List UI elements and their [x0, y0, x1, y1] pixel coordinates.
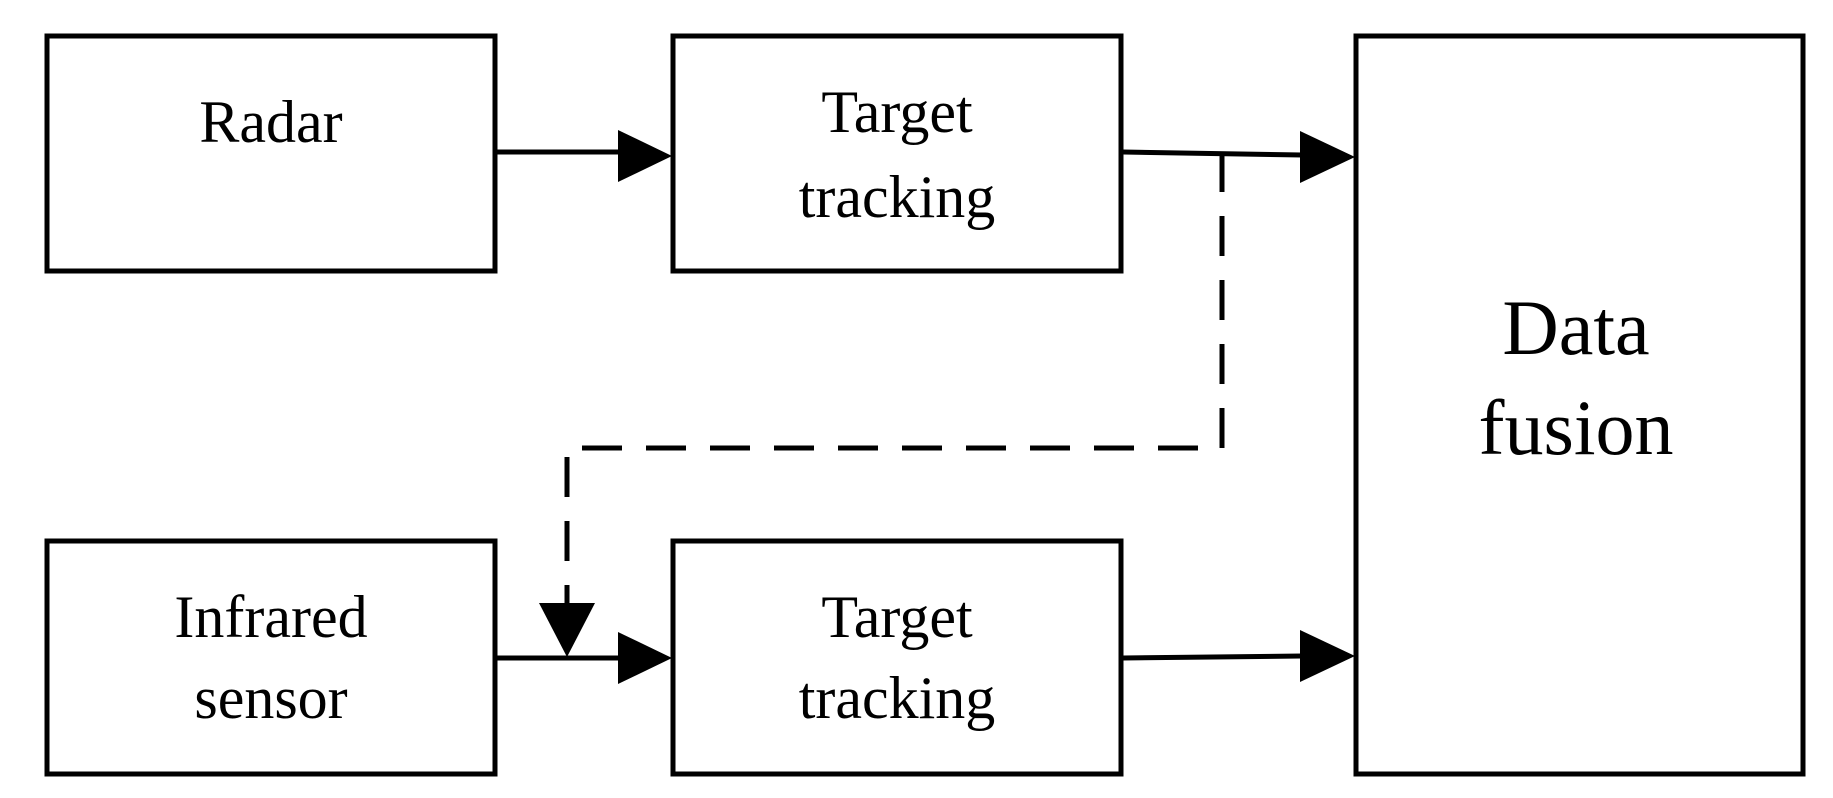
- arrowhead-tracking-top-to-fusion: [1300, 131, 1355, 183]
- tracking-top-label-line2: tracking: [799, 164, 996, 230]
- infrared-sensor-label-line1: Infrared: [174, 584, 367, 650]
- target-tracking-bottom-box: [670, 538, 1124, 777]
- arrowhead-radar-to-tracking: [618, 130, 672, 182]
- radar-label: Radar: [199, 89, 342, 155]
- data-fusion-label-line1: Data: [1502, 284, 1649, 371]
- dashed-feedback-line: [564, 152, 1225, 605]
- radar-box: [44, 33, 498, 274]
- data-fusion-label-line2: fusion: [1479, 384, 1674, 471]
- tracking-bottom-label-line1: Target: [821, 584, 973, 650]
- arrowhead-infrared-to-tracking: [618, 632, 672, 684]
- arrowhead-dashed-down: [539, 603, 595, 657]
- infrared-sensor-box: [44, 538, 498, 777]
- target-tracking-top-box: [670, 33, 1124, 274]
- tracking-bottom-to-fusion-line: [1122, 653, 1303, 661]
- data-fusion-box: [1353, 33, 1806, 777]
- arrowhead-tracking-bottom-to-fusion: [1300, 630, 1355, 682]
- tracking-top-label-line1: Target: [821, 79, 973, 145]
- tracking-top-to-fusion-line: [1122, 149, 1303, 158]
- tracking-bottom-label-line2: tracking: [799, 665, 996, 731]
- infrared-sensor-label-line2: sensor: [194, 665, 347, 731]
